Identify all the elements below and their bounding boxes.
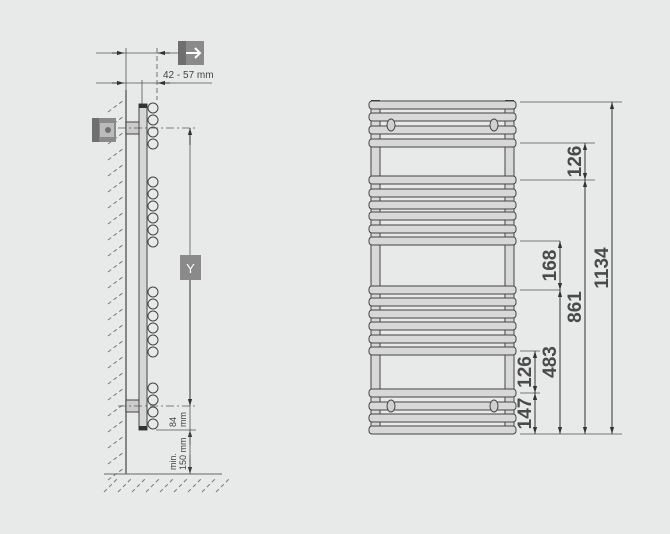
dimension-label: 861 — [565, 291, 586, 323]
dimension-label: 483 — [540, 346, 561, 378]
side-tube-loop — [147, 236, 159, 248]
towel-bar — [368, 346, 517, 356]
wall-hatching — [103, 99, 231, 493]
side-tube-loop — [147, 322, 159, 334]
connection-port — [489, 399, 499, 413]
towel-bar — [368, 188, 517, 198]
towel-bar — [368, 125, 517, 135]
arrow-right-icon — [178, 41, 204, 65]
side-tube-loop — [147, 126, 159, 138]
side-tube-loop — [147, 176, 159, 188]
connection-port — [386, 118, 396, 132]
towel-bar — [368, 224, 517, 234]
towel-bar — [368, 297, 517, 307]
side-tube-loop — [147, 346, 159, 358]
towel-bar — [368, 401, 517, 411]
side-tube-loop — [147, 212, 159, 224]
bottom-offset-value: 84 — [168, 417, 178, 427]
side-tube-loop — [147, 224, 159, 236]
center-distance-badge — [180, 255, 201, 280]
side-tube-loop — [147, 418, 159, 430]
depth-label: 42 - 57 mm — [163, 70, 214, 81]
towel-bar — [368, 236, 517, 246]
dimension-label: 1134 — [592, 247, 613, 289]
dimension-label: 126 — [565, 146, 586, 178]
towel-bar — [368, 285, 517, 295]
side-tube-loop — [147, 188, 159, 200]
connection-port — [386, 399, 396, 413]
side-tube-loop — [147, 334, 159, 346]
side-tube-loop — [147, 394, 159, 406]
dimension-label: 147 — [515, 398, 536, 430]
towel-bar — [368, 388, 517, 398]
pipe-connection-icon — [92, 118, 116, 142]
towel-bar — [368, 334, 517, 344]
towel-bar — [368, 112, 517, 122]
dimension-label: 126 — [515, 356, 536, 388]
towel-bar — [368, 309, 517, 319]
center-distance-label: Y — [186, 261, 195, 276]
right-upright — [504, 101, 515, 433]
side-tube-loop — [147, 406, 159, 418]
side-view: 42 - 57 mm Y 84 mm — [92, 41, 231, 493]
towel-bar — [368, 425, 517, 435]
side-tube-loop — [147, 310, 159, 322]
towel-bar — [368, 138, 517, 148]
side-tube-loop — [147, 382, 159, 394]
dimension-label: 168 — [540, 250, 561, 282]
bottom-offset-unit: mm — [178, 412, 188, 427]
floor-gap-line1: min. — [168, 453, 178, 470]
radiator-side-profile — [138, 103, 148, 431]
side-tube-loop — [147, 298, 159, 310]
side-tube-loop — [147, 286, 159, 298]
floor-gap-line2: 150 mm — [178, 437, 188, 470]
side-tube-loop — [147, 102, 159, 114]
side-tube-loop — [147, 138, 159, 150]
left-upright — [370, 101, 381, 433]
towel-bar — [368, 100, 517, 110]
towel-bar — [368, 321, 517, 331]
side-tube-loop — [147, 114, 159, 126]
towel-bar — [368, 211, 517, 221]
side-tube-loop — [147, 200, 159, 212]
towel-bar — [368, 200, 517, 210]
connection-port — [489, 118, 499, 132]
towel-bar — [368, 413, 517, 423]
towel-bar — [368, 175, 517, 185]
